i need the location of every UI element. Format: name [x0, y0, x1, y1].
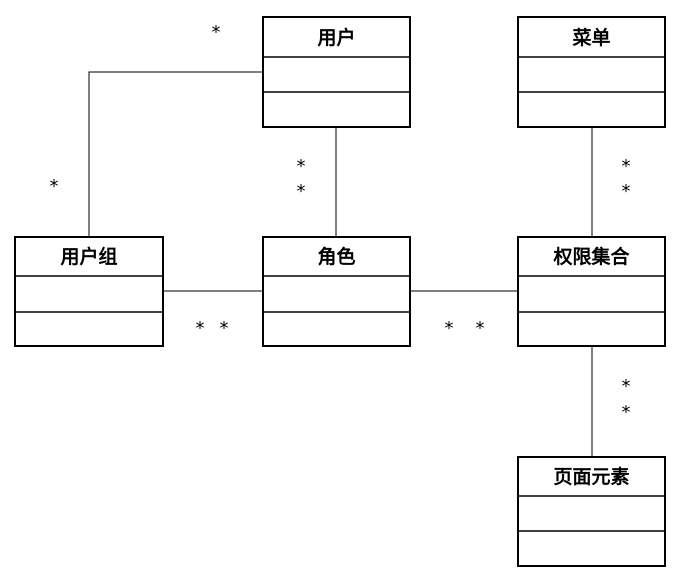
class-user-group[interactable]: 用户组 — [14, 236, 164, 347]
class-menu[interactable]: 菜单 — [517, 16, 666, 128]
class-role-name: 角色 — [317, 245, 355, 268]
class-menu-name: 菜单 — [571, 26, 610, 49]
multiplicity-menu-perm-1: * — [622, 156, 631, 177]
class-user-name: 用户 — [317, 26, 355, 49]
multiplicity-role-perm-1: * — [445, 318, 454, 339]
class-permission-set[interactable]: 权限集合 — [517, 236, 666, 347]
class-user[interactable]: 用户 — [262, 16, 411, 128]
association-user-usergroup — [88, 71, 263, 237]
class-permission-set-name: 权限集合 — [552, 245, 630, 268]
class-page-element-name: 页面元素 — [553, 465, 629, 488]
multiplicity-user-role-2: * — [297, 181, 306, 202]
multiplicity-menu-perm-2: * — [622, 181, 631, 202]
multiplicity-role-perm-2: * — [476, 318, 485, 339]
multiplicity-group-role-2: * — [220, 318, 229, 339]
multiplicity-perm-page-2: * — [622, 402, 631, 423]
multiplicity-group-role-1: * — [196, 318, 205, 339]
class-user-group-name: 用户组 — [60, 245, 117, 268]
multiplicity-user-role-1: * — [297, 156, 306, 177]
class-page-element[interactable]: 页面元素 — [517, 456, 666, 567]
multiplicity-perm-page-1: * — [622, 376, 631, 397]
multiplicity-user-group-at-user: * — [212, 22, 221, 43]
multiplicity-user-group-at-group: * — [50, 176, 59, 197]
class-role[interactable]: 角色 — [262, 236, 411, 347]
